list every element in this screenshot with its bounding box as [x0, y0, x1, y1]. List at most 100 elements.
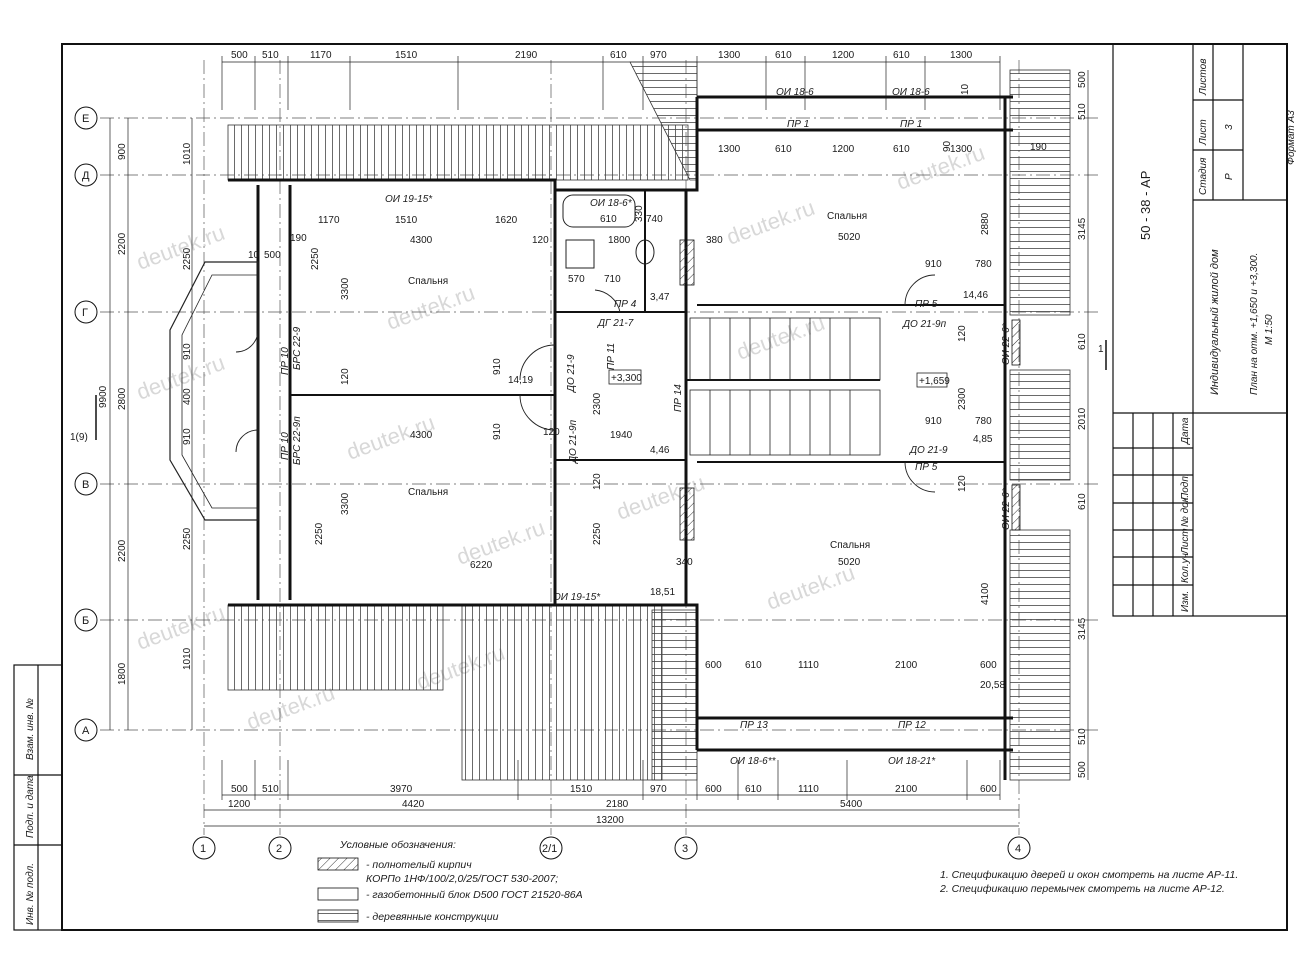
sheet-value: 3	[1224, 124, 1235, 130]
dim-label: 2250	[182, 527, 193, 550]
dim-label: 2180	[606, 799, 629, 810]
dim-label: 3145	[1077, 617, 1088, 640]
room-dim: 1940	[610, 430, 633, 441]
room-dim: 910	[925, 416, 942, 427]
legend-item: - полнотелый кирпич	[366, 859, 472, 871]
dim-label: 510	[1077, 103, 1088, 120]
dim-label: 3970	[390, 784, 413, 795]
room-dim: 780	[975, 416, 992, 427]
door-mark: ДГ 21-7	[597, 318, 634, 329]
rev-header-1: Изм.	[1180, 591, 1191, 612]
dim-label: 1510	[570, 784, 593, 795]
dim-label: 2100	[895, 784, 918, 795]
level-mark: +3,300	[611, 373, 642, 384]
dim-label: 970	[650, 784, 667, 795]
dim-label: 2100	[895, 660, 918, 671]
section-mark-right: 1	[1098, 344, 1104, 355]
dim-label: 400	[182, 388, 193, 405]
watermark: deutek.ru	[763, 560, 858, 615]
lintel-mark: ПР 5	[915, 299, 938, 310]
dim-label: 1110	[798, 660, 819, 671]
legend-item: КОРПо 1НФ/100/2,0/25/ГОСТ 530-2007;	[366, 873, 558, 885]
dim-label: 610	[775, 144, 792, 155]
room-dim: 2250	[310, 247, 321, 270]
area-label: 14,46	[963, 290, 988, 301]
dim-label: 600	[705, 660, 722, 671]
room-dim: 120	[592, 473, 603, 490]
dim-label: 1010	[182, 142, 193, 165]
room-dim: 3300	[340, 492, 351, 515]
watermark: deutek.ru	[723, 195, 818, 250]
lintel-mark: ПР 5	[915, 462, 938, 473]
room-dim: 1620	[495, 215, 518, 226]
dim-label: 2200	[117, 232, 128, 255]
dim-label: 510	[262, 50, 279, 61]
room-dim: 5020	[838, 557, 861, 568]
dim-label: 4420	[402, 799, 425, 810]
dim-overall-width: 13200	[596, 815, 624, 826]
room-dim: 6220	[470, 560, 493, 571]
door-mark: ДО 21-9п	[568, 419, 579, 464]
lintel-mark: ПР 11	[606, 343, 617, 370]
room-dim: 2250	[592, 522, 603, 545]
dim-label: 2800	[117, 387, 128, 410]
room-dim: 910	[492, 358, 503, 375]
room-dim: 1510	[395, 215, 418, 226]
area-label: 3,47	[650, 292, 670, 303]
dim-label: 2250	[182, 247, 193, 270]
window-mark: ОИ 18-21*	[888, 756, 936, 767]
row-axis-label: В	[82, 479, 89, 491]
title-block	[1112, 43, 1288, 617]
dim-label: 2010	[1077, 407, 1088, 430]
dim-label: 600	[705, 784, 722, 795]
dim-label: 500	[1077, 761, 1088, 778]
lintel-mark: ПР 1	[787, 119, 809, 130]
dim-label: 1300	[950, 144, 973, 155]
row-axis-label: Е	[82, 113, 89, 125]
toilet	[635, 239, 655, 265]
room-dim: 910	[492, 423, 503, 440]
row-axis-label: А	[82, 725, 90, 737]
window-mark: ОИ 19-15*	[553, 592, 601, 603]
dim-label: 2200	[117, 539, 128, 562]
room-dim: 190	[1030, 142, 1047, 153]
dim-label: 610	[1077, 493, 1088, 510]
column-axis-label: 2/1	[542, 843, 557, 855]
section-mark-left: 1(9)	[70, 432, 88, 443]
bay-window-outline	[169, 261, 259, 521]
room-dim: 4300	[410, 235, 433, 246]
row-axis-label: Г	[82, 307, 88, 319]
dim-label: 610	[745, 784, 762, 795]
room-dim: 2300	[957, 387, 968, 410]
dim-label: 610	[610, 50, 627, 61]
room-dim: 120	[957, 475, 968, 492]
window-mark: ОИ 18-6*	[590, 198, 633, 209]
sheet-header: Лист	[1198, 119, 1209, 146]
lintel-mark: ПР 13	[740, 720, 768, 731]
room-dim: 740	[646, 214, 663, 225]
room-dim: 90	[942, 140, 953, 152]
area-label: 18,51	[650, 587, 675, 598]
room-dim: 5020	[838, 232, 861, 243]
legend-item: - деревянные конструкции	[366, 911, 499, 923]
legend-title: Условные обозначения:	[339, 839, 456, 851]
dim-label: 610	[1077, 333, 1088, 350]
door-swings	[235, 274, 936, 493]
level-box	[916, 372, 948, 388]
note-line: 2. Спецификацию перемычек смотреть на ли…	[939, 883, 1225, 895]
window-mark: ОИ 19-15*	[385, 194, 433, 205]
scale-label: М 1:50	[1264, 314, 1275, 345]
sink	[565, 239, 595, 269]
dim-label: 3145	[1077, 217, 1088, 240]
area-label: 14,19	[508, 375, 533, 386]
dim-label: 910	[182, 343, 193, 360]
room-dim: 190	[290, 233, 307, 244]
room-dim: 380	[706, 235, 723, 246]
dim-label: 1300	[950, 50, 973, 61]
staircase	[689, 317, 881, 456]
bathtub	[562, 194, 636, 228]
room-dim: 120	[340, 368, 351, 385]
left-strip-label-3: Инв. № подл.	[25, 863, 36, 925]
dim-label: 500	[1077, 71, 1088, 88]
